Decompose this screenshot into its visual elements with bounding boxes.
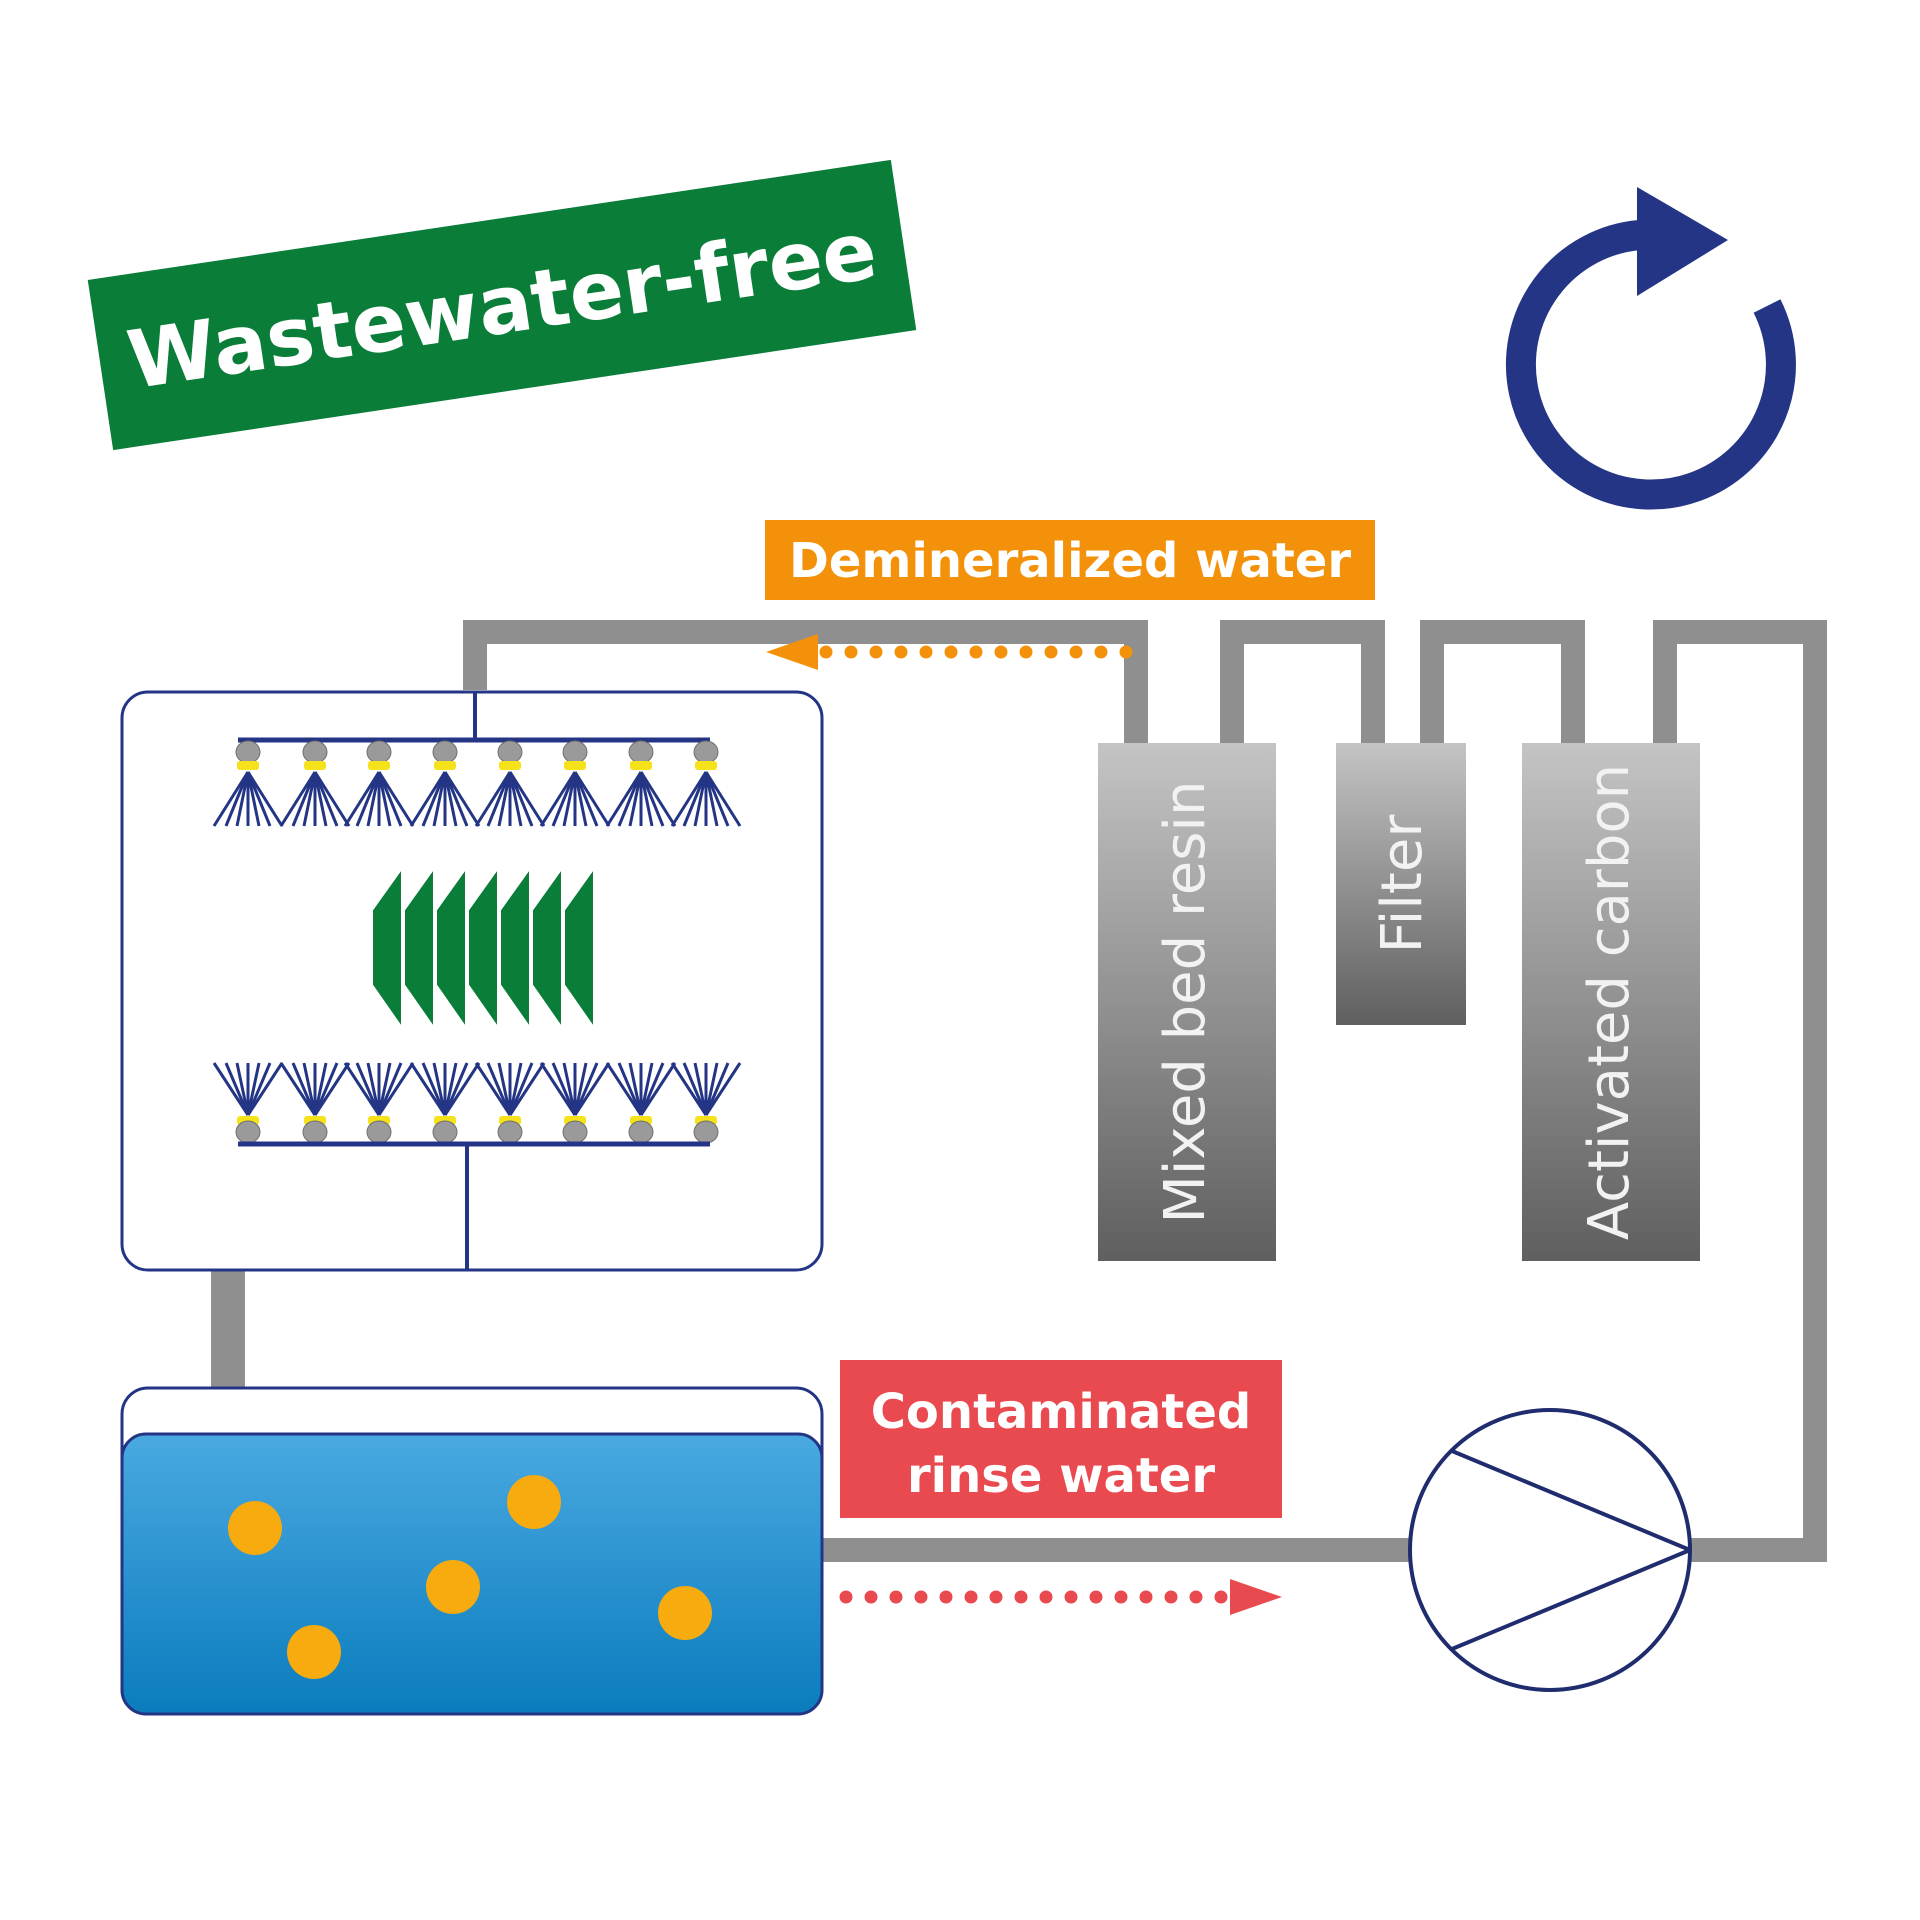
rinse-chamber (120, 690, 824, 1272)
demineralized-water-label: Demineralized water (765, 520, 1375, 600)
lower-spray-nozzle-row (212, 1062, 742, 1144)
demineralized-flow-arrow (819, 645, 1133, 659)
contaminant-particle (228, 1501, 282, 1555)
spray-nozzle-icon (670, 740, 742, 827)
demineralized-flow-arrowhead (766, 634, 818, 670)
pipe-resin-to-filter (1220, 620, 1385, 745)
recycle-arrow-icon (1505, 187, 1796, 510)
mixed-bed-resin-label: Mixed bed resin (1153, 781, 1218, 1224)
filter-label: Filter (1370, 814, 1435, 954)
mixed-bed-resin-column: Mixed bed resin (1098, 743, 1276, 1261)
contaminated-text-line2: rinse water (907, 1448, 1215, 1504)
spray-nozzle-icon (343, 1062, 415, 1144)
spray-nozzle-icon (474, 740, 546, 827)
spray-nozzle-icon (409, 740, 481, 827)
activated-carbon-label: Activated carbon (1577, 764, 1642, 1240)
contaminant-particle (426, 1560, 480, 1614)
spray-nozzle-icon (279, 740, 351, 827)
contaminated-flow-arrowhead (1230, 1579, 1282, 1615)
spray-nozzle-icon (212, 1062, 284, 1144)
contaminant-particle (658, 1586, 712, 1640)
spray-nozzle-icon (279, 1062, 351, 1144)
spray-nozzle-icon (539, 1062, 611, 1144)
spray-nozzle-icon (343, 740, 415, 827)
spray-nozzle-icon (670, 1062, 742, 1144)
contaminated-text-line1: Contaminated (871, 1384, 1252, 1440)
pipe-network (211, 620, 1827, 1562)
spray-nozzle-icon (605, 1062, 677, 1144)
contaminated-flow-arrow (839, 1590, 1228, 1604)
pipe-filter-to-carbon (1420, 620, 1585, 745)
demineralized-water-text: Demineralized water (789, 533, 1351, 589)
filter-column: Filter (1336, 743, 1466, 1025)
wastewater-free-badge: Wastewater-free (87, 159, 917, 451)
pipe-carbon-to-pump (1653, 620, 1827, 1562)
upper-spray-nozzle-row (212, 740, 742, 827)
contaminated-rinse-water-label: Contaminated rinse water (840, 1360, 1282, 1518)
pipe-demineralized-return (463, 620, 1148, 745)
rinse-water-tank (120, 1386, 824, 1716)
spray-nozzle-icon (539, 740, 611, 827)
spray-nozzle-icon (409, 1062, 481, 1144)
contaminant-particle (287, 1625, 341, 1679)
spray-nozzle-icon (212, 740, 284, 827)
workpiece-rack-icon (371, 864, 595, 1032)
spray-nozzle-icon (605, 740, 677, 827)
contaminant-particle (507, 1475, 561, 1529)
pump-icon (1408, 1408, 1692, 1692)
activated-carbon-column: Activated carbon (1522, 743, 1700, 1261)
spray-nozzle-icon (474, 1062, 546, 1144)
